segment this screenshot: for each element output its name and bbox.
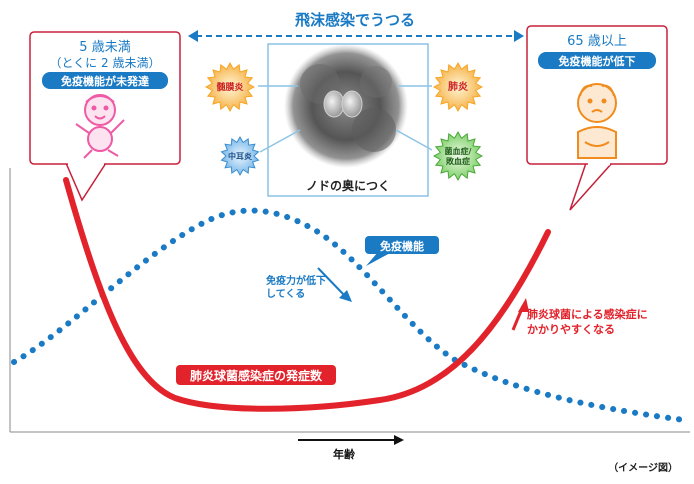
right-box-title: 65 歳以上 <box>567 34 627 49</box>
otitis-burst: 中耳炎 <box>220 135 260 177</box>
otitis-label: 中耳炎 <box>228 151 252 161</box>
image-note: （イメージ図） <box>608 461 678 474</box>
connector-otitis <box>259 129 301 153</box>
infection-note-line2: かかりやすくなる <box>527 323 615 336</box>
meningitis-label: 髄膜炎 <box>216 81 243 93</box>
immunity-tag-pointer <box>366 252 392 266</box>
immunity-drop-line2: してくる <box>266 288 305 300</box>
immunity-drop-line1: 免疫力が低下 <box>266 274 326 287</box>
immunity-tag-bg <box>365 236 439 254</box>
right-box-badge-bg <box>538 52 656 69</box>
sepsis-label-line1: 菌血症/ <box>445 146 472 156</box>
infection-note-line1: 肺炎球菌による感染症に <box>527 307 648 321</box>
right-box-pointer <box>569 162 613 211</box>
immune-function-curve <box>11 207 687 423</box>
sepsis-label-line2: 敗血症 <box>445 156 470 166</box>
pneumonia-burst: 肺炎 <box>432 61 484 113</box>
left-box-title-line2: （とくに 2 歳未満） <box>50 56 161 70</box>
sepsis-burst: 菌血症/ 敗血症 <box>432 130 484 182</box>
right-box-badge: 免疫機能が低下 <box>559 54 636 68</box>
pneumonia-label: 肺炎 <box>448 80 468 93</box>
bacteria-micrograph <box>284 44 408 168</box>
meningitis-burst: 髄膜炎 <box>204 61 256 113</box>
age-axis-label: 年齢 <box>333 447 356 461</box>
droplet-banner-bg <box>292 8 418 30</box>
left-box-pointer <box>65 162 107 202</box>
droplet-banner-text: 飛沫感染でうつる <box>294 11 415 29</box>
incidence-curve <box>63 177 551 412</box>
baby-illustration <box>75 94 125 159</box>
immunity-tag: 免疫機能 <box>380 239 424 253</box>
age-arrow-head <box>394 435 404 445</box>
falling-arrow <box>317 267 346 297</box>
droplet-arrow-right-head <box>514 30 524 42</box>
incidence-tag-bg <box>176 365 336 385</box>
droplet-arrow-left-head <box>188 30 198 42</box>
left-box-badge-bg <box>42 72 168 89</box>
rising-arrow-head <box>518 298 529 312</box>
falling-arrow-head <box>339 290 352 302</box>
incidence-tag: 肺炎球菌感染症の発症数 <box>190 368 323 383</box>
left-box-badge: 免疫機能が未発達 <box>61 74 149 88</box>
center-panel-caption: ノドの奥につく <box>306 178 390 193</box>
elderly-illustration <box>577 83 617 159</box>
left-box-title-line1: 5 歳未満 <box>79 40 130 55</box>
connector-sepsis <box>395 129 433 151</box>
